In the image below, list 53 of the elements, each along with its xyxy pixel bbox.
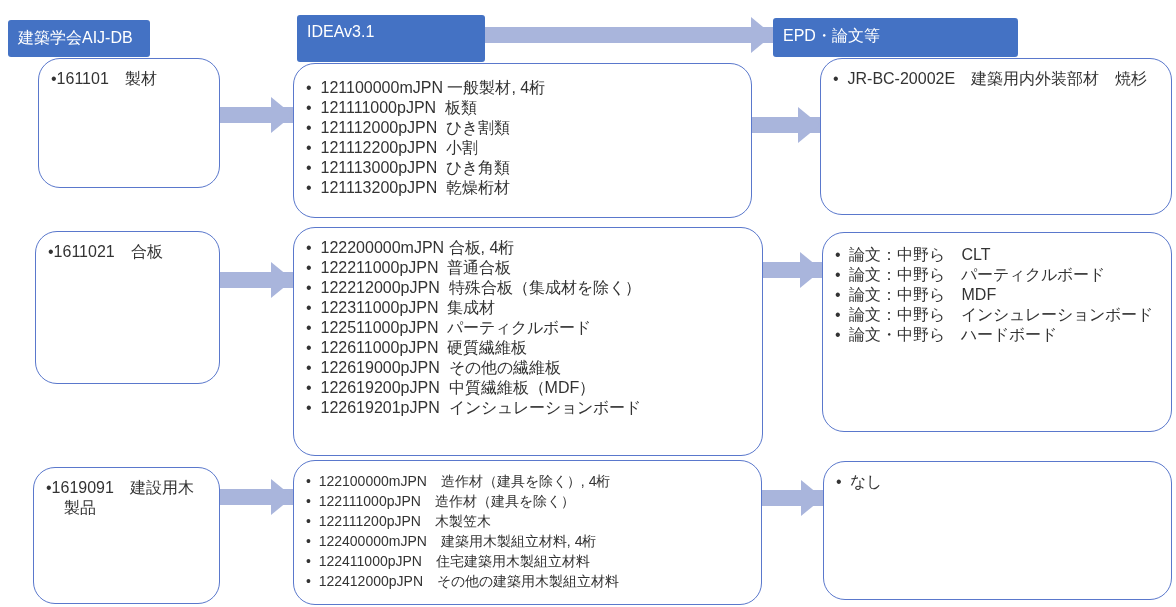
list-item: • 122412000pJPN その他の建築用木製組立材料 <box>306 572 620 591</box>
list-item: • 121100000mJPN 一般製材, 4桁 <box>306 78 547 98</box>
column-header <box>8 20 150 57</box>
list-box <box>293 460 762 605</box>
list-item: • 122212000pJPN 特殊合板（集成材を除く） <box>306 278 642 298</box>
list-item: • 121112000pJPN ひき割類 <box>306 118 512 138</box>
list-item: • 論文：中野ら パーティクルボード <box>835 265 1107 285</box>
column-header <box>297 15 485 62</box>
list-box <box>35 231 220 384</box>
list-item: • 122211000pJPN 普通合板 <box>306 258 513 278</box>
list-item: • 122311000pJPN 集成材 <box>306 298 497 318</box>
list-box <box>822 232 1172 432</box>
list-item: • 論文・中野ら ハードボード <box>835 325 1059 345</box>
list-box <box>820 58 1172 215</box>
list-item: • 論文：中野ら インシュレーションボード <box>835 305 1155 325</box>
list-item: • 122200000mJPN 合板, 4桁 <box>306 238 516 258</box>
list-box <box>38 58 220 188</box>
list-box <box>293 227 763 456</box>
list-item: • 121113000pJPN ひき角類 <box>306 158 512 178</box>
list-item: • 論文：中野ら MDF <box>835 285 998 305</box>
list-box <box>823 461 1172 600</box>
block-arrow <box>762 480 823 516</box>
list-item: • JR-BC-20002E 建築用内外装部材 焼杉 <box>833 69 1149 89</box>
list-item: • 121113200pJPN 乾燥桁材 <box>306 178 512 198</box>
list-item: • 122411000pJPN 住宅建築用木製組立材料 <box>306 552 591 571</box>
list-item: • 122619201pJPN インシュレーションボード <box>306 398 642 418</box>
block-arrow <box>220 479 293 515</box>
header-text: 建築学会AIJ-DB <box>18 28 133 48</box>
list-item: • 122511000pJPN パーティクルボード <box>306 318 593 338</box>
list-item: • 122619000pJPN その他の繊維板 <box>306 358 562 378</box>
header-text: EPD・論文等 <box>783 26 880 46</box>
list-item: • 122611000pJPN 硬質繊維板 <box>306 338 529 358</box>
block-arrow <box>220 97 293 133</box>
list-box <box>33 467 220 604</box>
list-item: •161101 製材 <box>51 69 158 89</box>
block-arrow <box>752 107 820 143</box>
list-item: • 論文：中野ら CLT <box>835 245 992 265</box>
list-item: • 122400000mJPN 建築用木製組立材料, 4桁 <box>306 532 598 551</box>
list-item: • 122100000mJPN 造作材（建具を除く）, 4桁 <box>306 472 612 491</box>
column-header <box>773 18 1018 57</box>
list-item: • 121111000pJPN 板類 <box>306 98 479 118</box>
block-arrow <box>220 262 293 298</box>
list-item: •1611021 合板 <box>48 242 164 262</box>
list-item: • 122111000pJPN 造作材（建具を除く） <box>306 492 576 511</box>
list-item: • なし <box>836 472 884 492</box>
list-item: • 121112200pJPN 小割 <box>306 138 480 158</box>
list-item: • 122111200pJPN 木製笠木 <box>306 512 492 531</box>
block-arrow <box>763 252 822 288</box>
list-item: • 122619200pJPN 中質繊維板（MDF） <box>306 378 597 398</box>
list-item: •1619091 建設用木製品 <box>46 478 195 518</box>
block-arrow <box>485 17 773 53</box>
list-box <box>293 63 752 218</box>
header-text: IDEAv3.1 <box>307 23 375 41</box>
